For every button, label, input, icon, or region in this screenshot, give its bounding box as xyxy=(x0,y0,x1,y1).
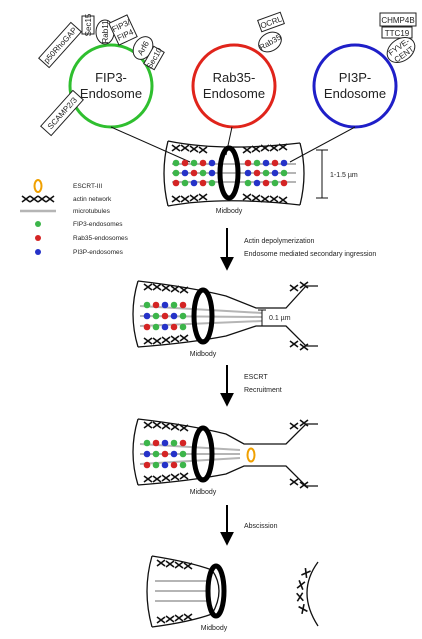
legend-pi3p-dot xyxy=(35,249,41,255)
svg-text:CHMP4B: CHMP4B xyxy=(381,16,414,25)
svg-text:Rab11: Rab11 xyxy=(101,20,110,44)
connector-lines xyxy=(110,126,356,163)
protein-rab35: Rab35 xyxy=(258,31,283,53)
step-3-text: Abscission xyxy=(244,523,278,530)
step-1-text-2: Endosome mediated secondary ingression xyxy=(244,251,376,258)
stage-4-microtubules xyxy=(155,580,210,602)
stage-3-midbody-ring xyxy=(191,425,215,483)
step-1-text-1: Actin depolymerization xyxy=(244,238,315,245)
svg-text:SCAMP2/3: SCAMP2/3 xyxy=(46,95,80,131)
pi3p-endosome: PI3P- Endosome xyxy=(312,43,398,129)
rab35-endosome-circle xyxy=(191,43,277,129)
legend-fip3-dot xyxy=(35,221,41,227)
legend-escrt-icon xyxy=(33,179,43,193)
stage-4-midbody-label: Midbody xyxy=(201,625,228,632)
stage-1-midbody-ring xyxy=(217,145,241,201)
scale-label-1: 1-1.5 µm xyxy=(330,172,358,179)
rab35-title-2: Endosome xyxy=(203,86,265,101)
stage-2-endosomes xyxy=(143,301,187,331)
legend-fip3-label: FIP3-endosomes xyxy=(73,221,123,228)
stage-1-cell: Midbody 1-1.5 µm xyxy=(163,140,358,215)
connector-pi3p xyxy=(289,126,356,163)
svg-text:TTC19: TTC19 xyxy=(385,29,410,38)
stage-4-midbody-ring xyxy=(205,563,227,619)
step-2-text-2: Recruitment xyxy=(244,387,282,394)
stage-3-cell: Midbody xyxy=(132,418,318,496)
stage-3-midbody-label: Midbody xyxy=(190,489,217,496)
step-2-text-1: ESCRT xyxy=(244,374,268,381)
stage-2-microtubules xyxy=(139,305,263,327)
pi3p-title-1: PI3P- xyxy=(339,70,372,85)
protein-fip3-fip4: FIP3/ FIP4 xyxy=(108,14,138,46)
protein-ttc19: TTC19 xyxy=(381,26,413,39)
stage-1-endosomes xyxy=(172,159,288,187)
legend-actin-icon xyxy=(21,195,55,203)
legend-escrt-label: ESCRT-III xyxy=(73,183,102,190)
stage-4-daughter-cell xyxy=(295,561,319,627)
legend-rab35-label: Rab35-endosomes xyxy=(73,235,129,242)
stage-4-cell: Midbody xyxy=(146,555,319,632)
svg-text:Sec15: Sec15 xyxy=(84,13,93,36)
scale-bar-1 xyxy=(316,149,328,199)
legend: ESCRT-III actin network microtubules FIP… xyxy=(20,179,129,256)
rab35-proteins: OCRL Rab35 xyxy=(257,11,285,53)
protein-p50rhogap: p50RhoGAP xyxy=(38,21,82,69)
protein-ocrl: OCRL xyxy=(257,11,285,33)
legend-rab35-dot xyxy=(35,235,41,241)
fip3-endosome: FIP3- Endosome xyxy=(68,43,154,129)
protein-chmp4b: CHMP4B xyxy=(379,12,417,27)
stage-2-midbody-label: Midbody xyxy=(190,351,217,358)
stage-2-cell: Midbody 0.1 µm xyxy=(132,280,318,358)
scale-bar-2 xyxy=(258,309,266,327)
rab35-endosome: Rab35- Endosome xyxy=(191,43,277,129)
scale-label-2: 0.1 µm xyxy=(269,315,291,322)
legend-pi3p-label: PI3P-endosomes xyxy=(73,249,124,256)
legend-actin-label: actin network xyxy=(73,196,112,203)
stage-1-midbody-label: Midbody xyxy=(216,208,243,215)
legend-microtubule-label: microtubules xyxy=(73,208,111,215)
connector-fip3 xyxy=(110,126,191,163)
svg-text:p50RhoGAP: p50RhoGAP xyxy=(42,26,79,65)
protein-arf6: Arf6 xyxy=(132,36,154,60)
fip3-title-1: FIP3- xyxy=(95,70,127,85)
protein-sec15: Sec15 xyxy=(81,13,95,36)
stage-3-escrt-ring xyxy=(246,447,256,463)
fip3-title-2: Endosome xyxy=(80,86,142,101)
rab35-title-1: Rab35- xyxy=(213,70,256,85)
pi3p-title-2: Endosome xyxy=(324,86,386,101)
stage-2-midbody-ring xyxy=(191,287,215,345)
stage-3-endosomes xyxy=(143,439,187,469)
protein-scamp23: SCAMP2/3 xyxy=(40,89,84,137)
